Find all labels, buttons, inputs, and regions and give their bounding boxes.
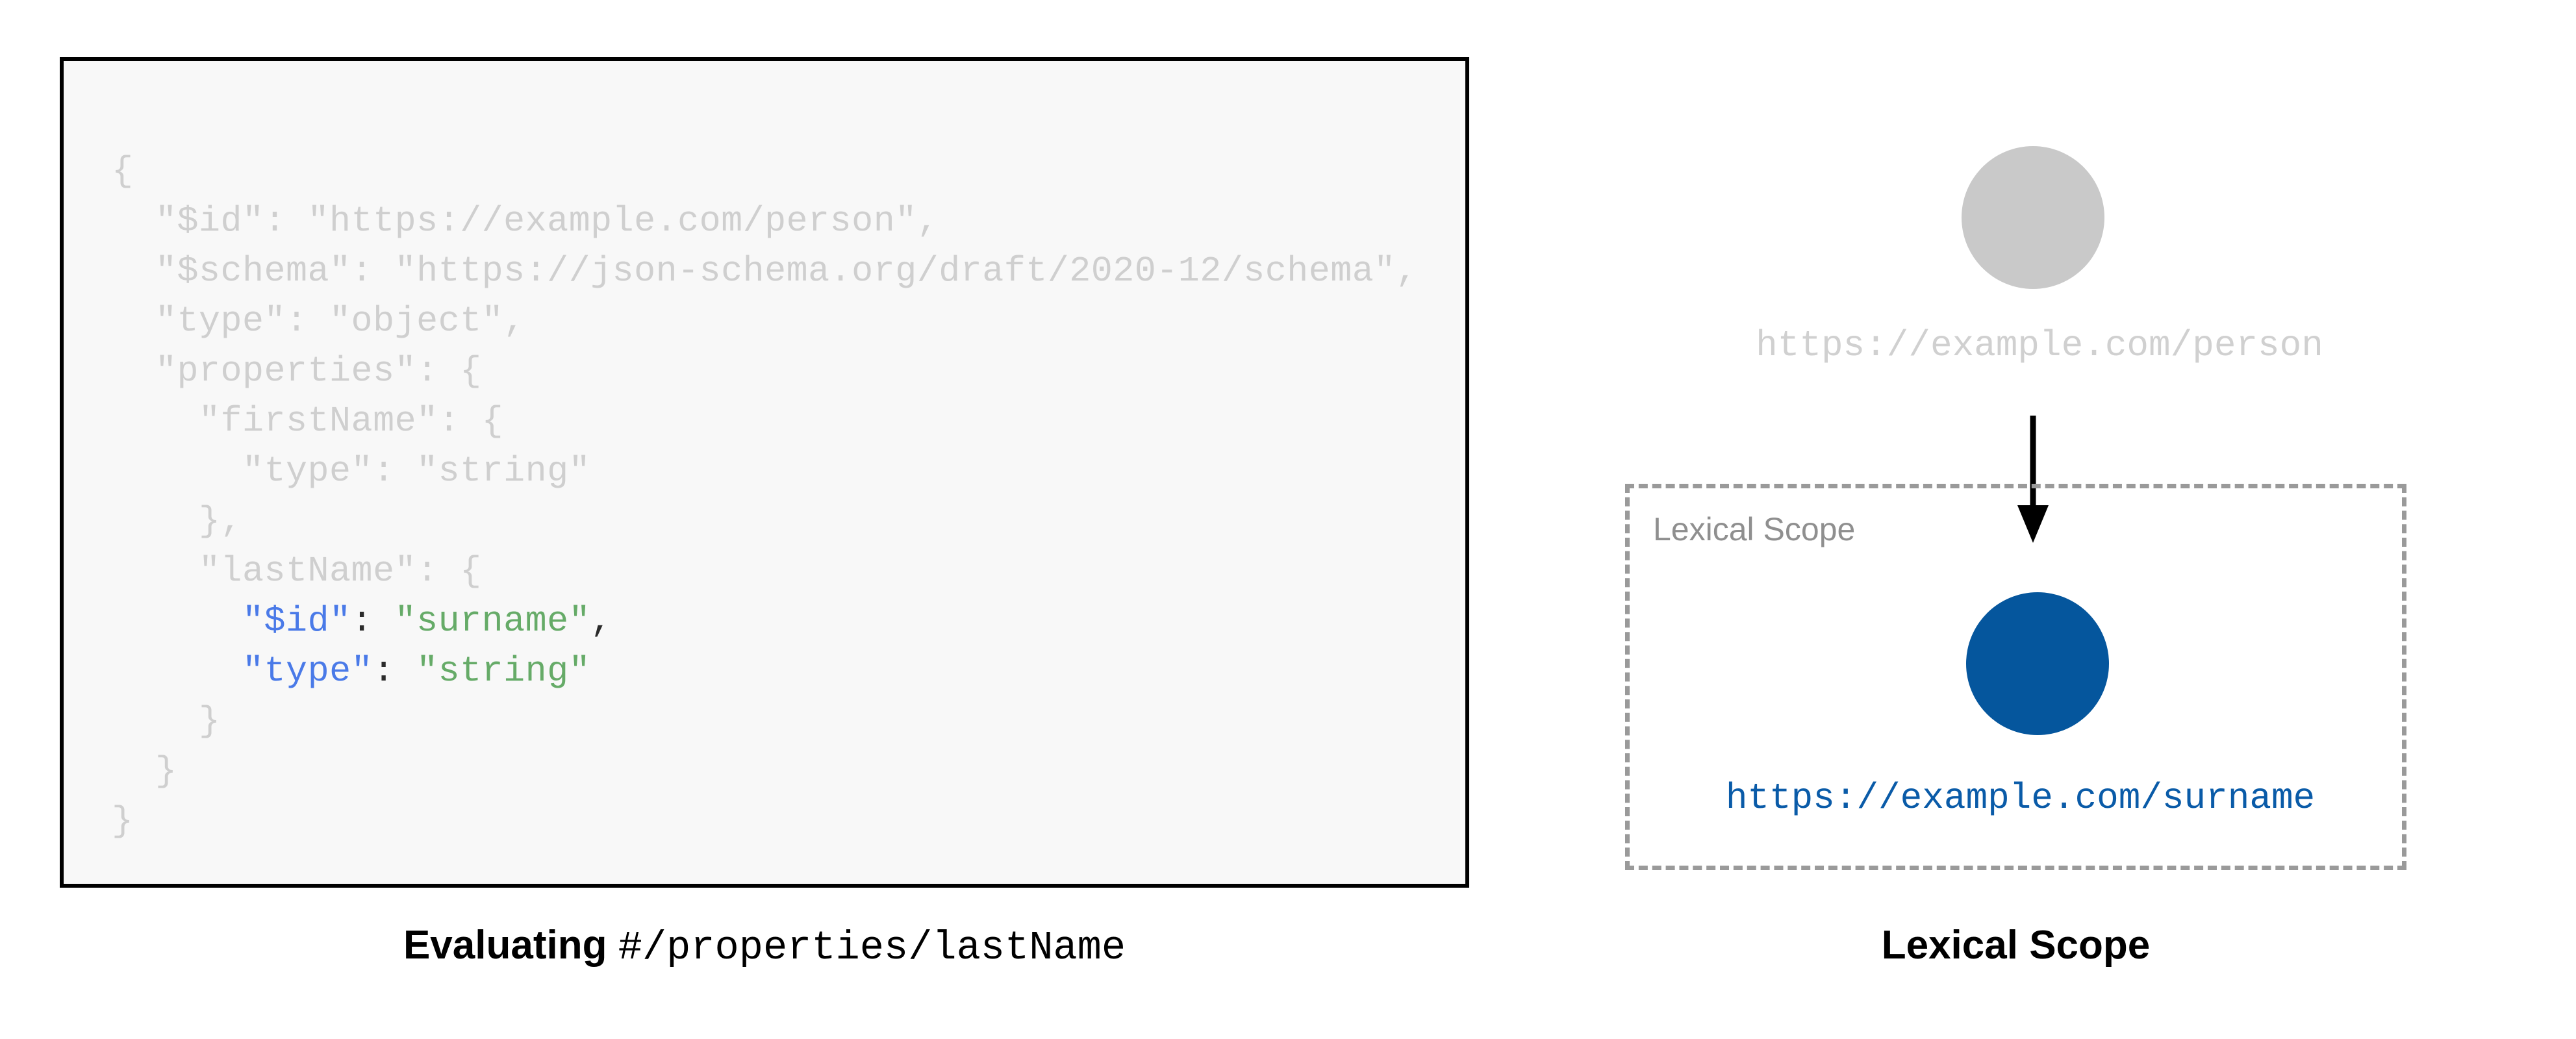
code-token-punct: ,: [590, 601, 612, 642]
caption-pointer-text: #/properties/lastName: [618, 925, 1126, 971]
code-token-key: "$id": [242, 601, 351, 642]
json-code-block: { "$id": "https://example.com/person", "…: [60, 57, 1469, 888]
lexical-scope-diagram-panel: https://example.com/person Lexical Scope…: [1526, 0, 2576, 1039]
code-line: }: [112, 701, 221, 742]
code-line-highlighted: "$id": "surname",: [112, 596, 1417, 646]
code-token-punct: :: [351, 601, 395, 642]
code-line: "lastName": {: [112, 551, 482, 592]
inner-schema-node-label: https://example.com/surname: [1725, 777, 2316, 819]
code-token-value: "surname": [394, 601, 591, 642]
code-line-highlighted: "type": "string": [112, 646, 1417, 696]
code-token-value: "string": [416, 651, 591, 692]
code-token-punct: :: [373, 651, 417, 692]
code-line: "firstName": {: [112, 401, 504, 442]
inner-schema-node-circle: [1966, 592, 2109, 735]
code-line: "$id": "https://example.com/person",: [112, 201, 939, 242]
code-line: "properties": {: [112, 351, 482, 392]
outer-schema-node-label: https://example.com/person: [1756, 325, 2323, 366]
code-line: {: [112, 151, 134, 192]
code-panel-caption: Evaluating #/properties/lastName: [60, 922, 1469, 971]
lexical-scope-box-label: Lexical Scope: [1653, 511, 1856, 547]
code-line: "$schema": "https://json-schema.org/draf…: [112, 251, 1418, 292]
outer-schema-node-circle: [1962, 146, 2104, 289]
caption-bold-text: Evaluating: [403, 923, 607, 968]
scope-arrow-icon: [2017, 416, 2049, 543]
code-line: }: [112, 801, 134, 842]
diagram-panel-caption: Lexical Scope: [1881, 923, 2151, 968]
code-token-key: "type": [242, 651, 373, 692]
code-line: },: [112, 501, 243, 542]
lexical-scope-box: Lexical Scope https://example.com/surnam…: [1625, 484, 2406, 870]
code-sample-panel: { "$id": "https://example.com/person", "…: [60, 57, 1469, 971]
json-code-listing: { "$id": "https://example.com/person", "…: [112, 146, 1417, 846]
code-line: "type": "string": [112, 451, 591, 492]
caption-space: [607, 923, 618, 968]
code-line: }: [112, 751, 177, 792]
code-line: "type": "object",: [112, 301, 525, 342]
